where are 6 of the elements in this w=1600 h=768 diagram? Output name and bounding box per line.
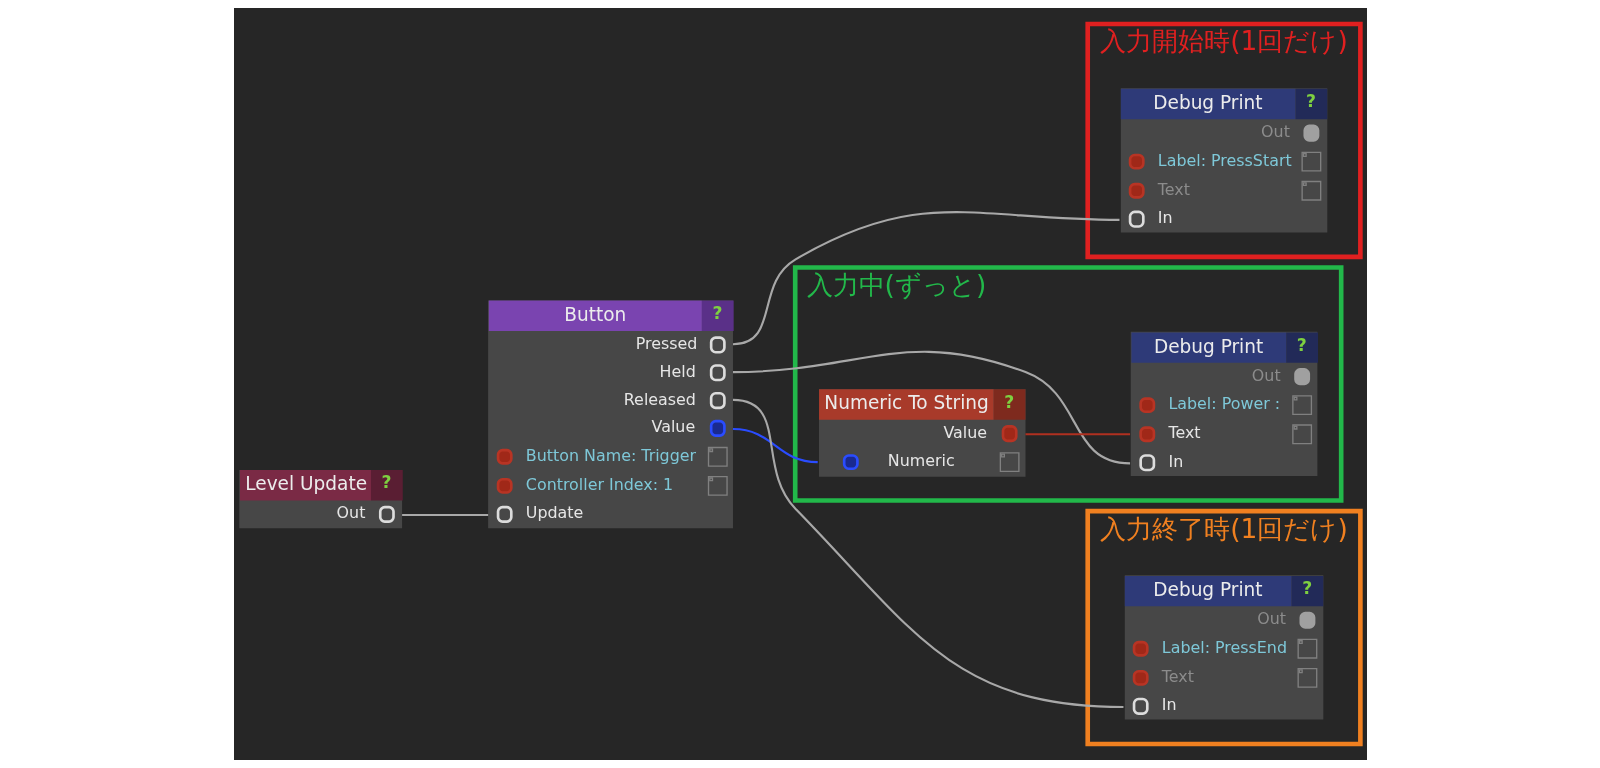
connector (732, 350, 1130, 465)
connector (732, 427, 818, 464)
connector (1025, 433, 1130, 436)
connector (732, 211, 1119, 346)
connector (401, 514, 488, 517)
connector (732, 398, 1123, 708)
